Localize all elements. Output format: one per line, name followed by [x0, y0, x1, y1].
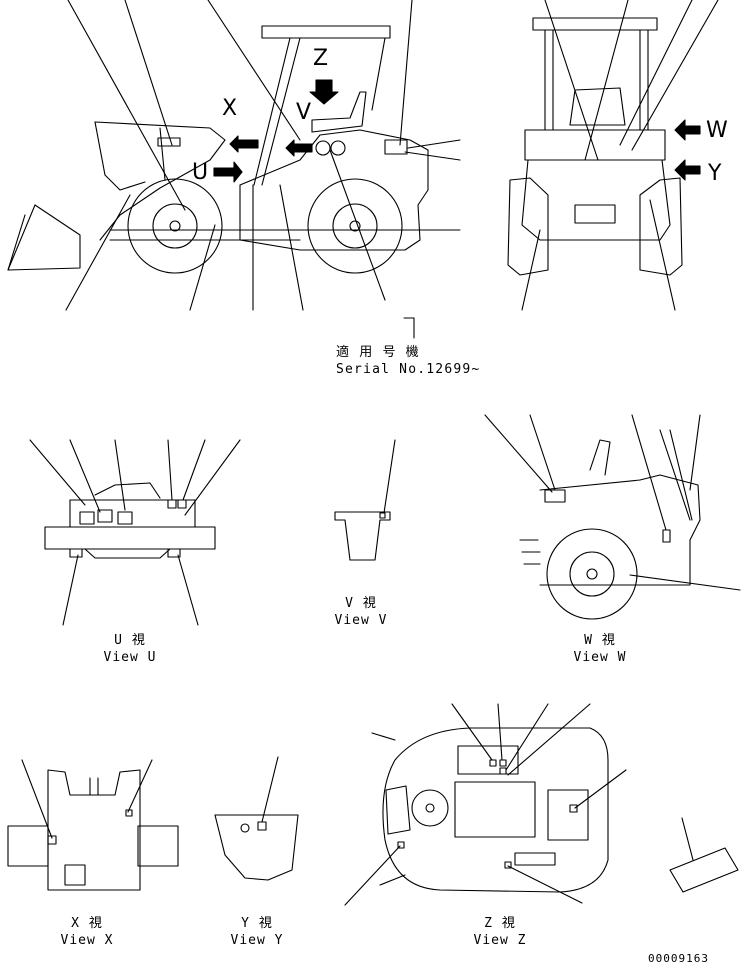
view-w-caption-jp: W 視 — [584, 633, 616, 648]
view-v-caption-jp: V 視 — [345, 596, 377, 611]
view-u-caption: U 視 View U — [95, 634, 165, 664]
view-y-caption-jp: Y 視 — [241, 916, 273, 931]
view-u-caption-jp: U 視 — [114, 633, 146, 648]
callout-w-letter: W — [706, 118, 728, 143]
view-z-caption: Z 視 View Z — [465, 917, 535, 947]
view-w-caption: W 視 View W — [565, 634, 635, 664]
view-u-caption-en: View U — [103, 650, 157, 665]
loader-rear-view — [507, 0, 719, 311]
view-w-caption-en: View W — [573, 650, 627, 665]
view-z-caption-jp: Z 視 — [484, 916, 516, 931]
callout-z-letter: Z — [313, 46, 329, 71]
view-y-caption-en: View Y — [230, 933, 284, 948]
callout-y-letter: Y — [708, 161, 722, 186]
view-z-drawing — [344, 703, 739, 906]
view-x-drawing — [7, 759, 179, 891]
loader-side-view — [7, 0, 461, 339]
view-v-drawing — [334, 439, 396, 561]
view-z-caption-en: View Z — [473, 933, 527, 948]
view-v-caption: V 視 View V — [326, 597, 396, 627]
view-x-caption-jp: X 視 — [71, 916, 103, 931]
view-x-caption: X 視 View X — [52, 917, 122, 947]
serial-label-jp: 適 用 号 機 — [336, 345, 420, 360]
view-v-caption-en: View V — [334, 613, 388, 628]
view-y-caption: Y 視 View Y — [222, 917, 292, 947]
view-y-drawing — [214, 756, 299, 881]
callout-x-letter: X — [222, 96, 238, 121]
callout-v-letter: V — [296, 100, 312, 125]
serial-label-en: Serial No.12699~ — [336, 362, 481, 377]
view-x-caption-en: View X — [60, 933, 114, 948]
view-w-drawing — [484, 414, 741, 620]
drawing-number: 00009163 — [648, 952, 709, 965]
view-u-drawing — [29, 439, 241, 626]
callout-u-letter: U — [192, 160, 209, 185]
